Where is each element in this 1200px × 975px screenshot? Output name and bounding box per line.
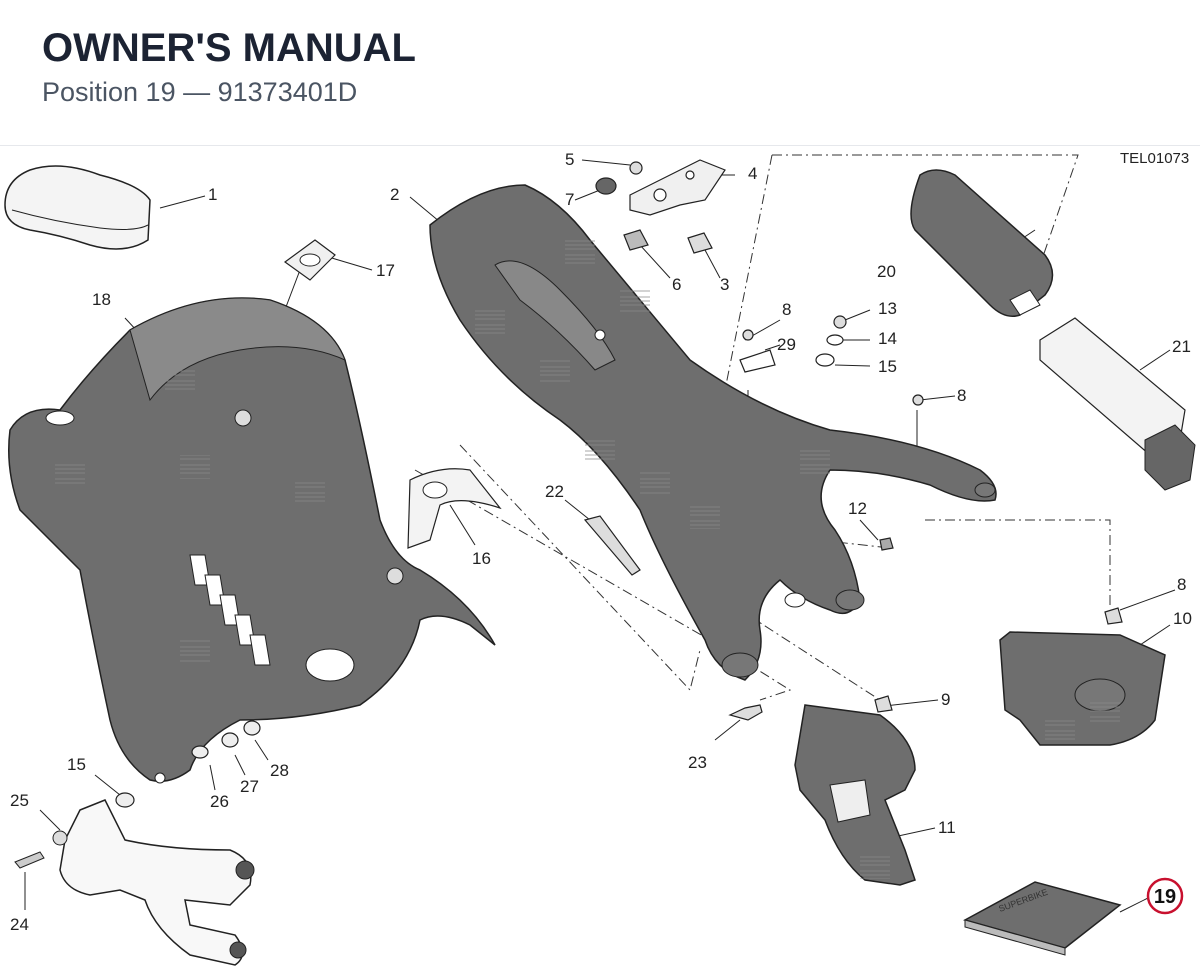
callout-25: 25 <box>10 791 29 810</box>
callout-6: 6 <box>672 275 681 294</box>
callout-4: 4 <box>748 164 757 183</box>
part-18-rear-fairing <box>8 297 496 784</box>
part-10-cover <box>999 631 1166 746</box>
callout-2: 2 <box>390 185 399 204</box>
part-number: 91373401D <box>217 77 358 107</box>
callout-1: 1 <box>208 185 217 204</box>
callout-7: 7 <box>565 190 574 209</box>
callout-5: 5 <box>565 150 574 169</box>
page-header: OWNER'S MANUAL Position 19 — 91373401D <box>0 0 1200 146</box>
callout-9: 9 <box>941 690 950 709</box>
callout-18: 18 <box>92 290 111 309</box>
callout-3: 3 <box>720 275 729 294</box>
callout-15a: 15 <box>878 357 897 376</box>
callout-21: 21 <box>1172 337 1191 356</box>
callout-29: 29 <box>777 335 796 354</box>
subtitle-separator: — <box>183 77 211 107</box>
callout-8b: 8 <box>957 386 966 405</box>
callout-labels: 1 2 3 4 5 6 7 8 8 8 8 9 10 11 12 13 14 1… <box>10 150 1192 934</box>
part-20-cover <box>910 169 1054 317</box>
callout-12: 12 <box>848 499 867 518</box>
part-21-box <box>1039 317 1196 491</box>
part-2-frame <box>429 184 997 681</box>
callout-11: 11 <box>938 818 956 837</box>
part-16-bracket <box>407 468 502 549</box>
callout-17: 17 <box>376 261 395 280</box>
drawing-code: TEL01073 <box>1120 150 1189 167</box>
callout-23: 23 <box>688 753 707 772</box>
part-17-gasket <box>283 239 336 281</box>
page-subtitle: Position 19 — 91373401D <box>42 77 357 108</box>
callout-10: 10 <box>1173 609 1192 628</box>
callout-14: 14 <box>878 329 897 348</box>
position-label: Position 19 <box>42 77 176 107</box>
highlight-number: 19 <box>1154 886 1176 908</box>
callout-8c: 8 <box>1177 575 1186 594</box>
part-11-cover <box>794 704 916 886</box>
hardware-parts <box>583 159 1123 721</box>
highlighted-position-19: 19 <box>1146 877 1184 915</box>
callout-26: 26 <box>210 792 229 811</box>
part-1-seat-pad <box>4 165 151 250</box>
highlight-circle <box>1146 877 1184 915</box>
callout-8a: 8 <box>782 300 791 319</box>
callout-22: 22 <box>545 482 564 501</box>
callout-15b: 15 <box>67 755 86 774</box>
page-title: OWNER'S MANUAL <box>42 26 416 70</box>
part-19-owners-manual: SUPERBIKE <box>963 881 1122 956</box>
callout-27: 27 <box>240 777 259 796</box>
washers <box>115 720 261 808</box>
callout-24: 24 <box>10 915 29 934</box>
callout-20: 20 <box>877 262 896 281</box>
part-24-bracket <box>14 799 255 966</box>
callout-16: 16 <box>472 549 491 568</box>
callout-13: 13 <box>878 299 897 318</box>
callout-28: 28 <box>270 761 289 780</box>
